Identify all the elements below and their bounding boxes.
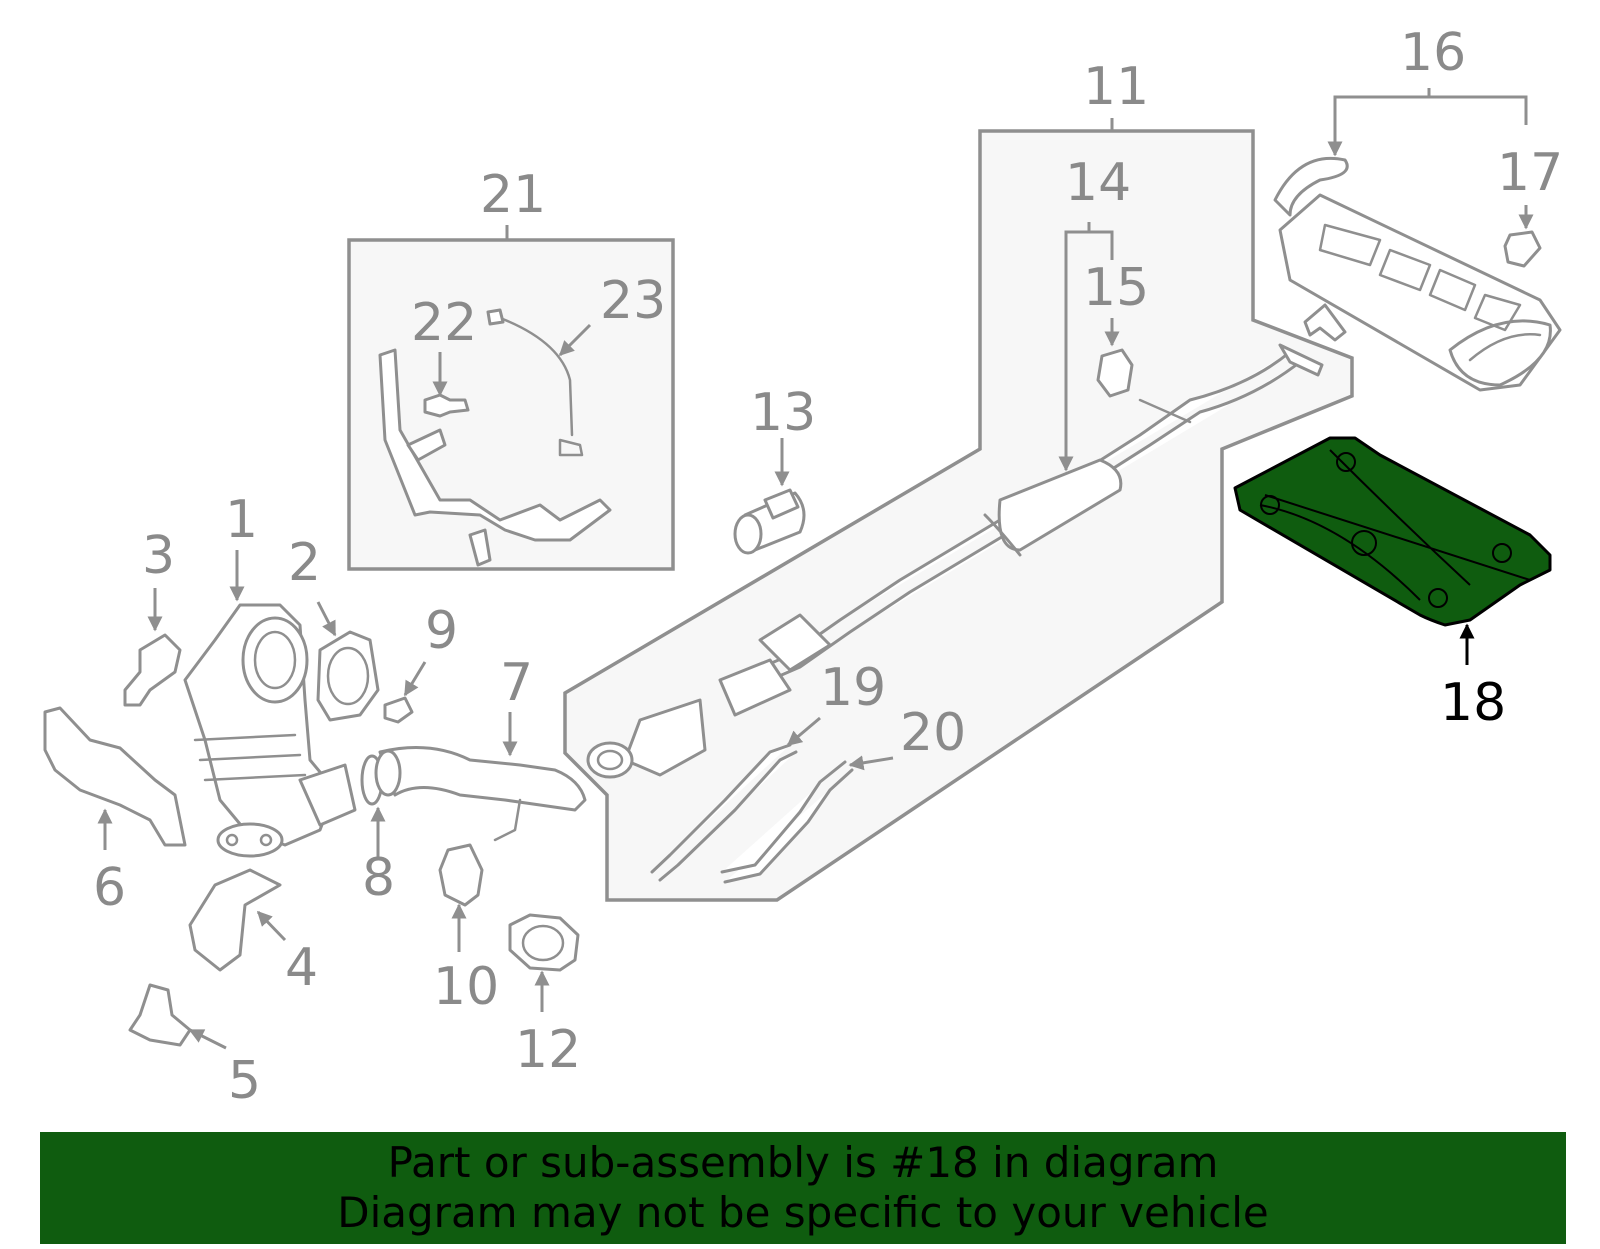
muffler-part-16[interactable] [1273,156,1562,392]
banner-line-part-number: Part or sub-assembly is #18 in diagram [387,1138,1219,1187]
bracket-part-4[interactable] [188,868,282,972]
part-label-23: 23 [600,271,666,331]
part-label-12: 12 [515,1020,581,1080]
front-pipe-part-7[interactable] [374,746,587,842]
bracket-part-3[interactable] [123,633,182,707]
group-box-11 [563,129,1354,902]
part-label-22: 22 [411,293,477,353]
catalytic-converter-part-1[interactable] [183,603,357,858]
part-label-16: 16 [1400,23,1466,83]
part-label-18: 18 [1440,673,1506,733]
part-label-13: 13 [750,383,816,443]
part-label-8: 8 [362,848,395,908]
info-banner: Part or sub-assembly is #18 in diagram D… [40,1132,1566,1244]
bracket-part-5[interactable] [128,983,192,1047]
banner-line-disclaimer: Diagram may not be specific to your vehi… [337,1188,1269,1237]
plug-part-9[interactable] [383,696,414,724]
tube-part-19[interactable] [650,743,798,882]
part-label-19: 19 [820,658,886,718]
heat-shield-part-6[interactable] [43,706,187,847]
gasket-part-12[interactable] [508,913,580,972]
part-label-14: 14 [1065,153,1131,213]
part-label-5: 5 [228,1051,261,1111]
clamp-part-13[interactable] [733,488,806,555]
part-label-17: 17 [1497,143,1563,203]
sensor-assembly-part-21[interactable] [378,314,612,567]
part-label-15: 15 [1083,258,1149,318]
group-box-21 [347,238,675,571]
hanger-bracket-part-10[interactable] [438,843,484,907]
sensor-part-23[interactable] [486,308,505,326]
heat-shield-part-18[interactable] [1233,436,1552,627]
hanger-part-15[interactable] [1096,348,1134,398]
hanger-part-17[interactable] [1503,230,1542,268]
part-label-3: 3 [142,526,175,586]
part-label-4: 4 [285,938,318,998]
part-label-11: 11 [1083,57,1149,117]
sensor-part-22[interactable] [423,393,470,418]
tube-part-20[interactable] [720,760,854,884]
part-label-21: 21 [480,165,546,225]
gasket-part-2[interactable] [316,630,380,722]
part-label-1: 1 [225,490,258,550]
part-label-2: 2 [288,533,321,593]
part-label-6: 6 [93,858,126,918]
part-label-7: 7 [500,653,533,713]
part-label-9: 9 [425,601,458,661]
part-label-10: 10 [433,957,499,1017]
part-label-20: 20 [900,703,966,763]
exhaust-pipe-part-11[interactable] [586,343,1324,779]
